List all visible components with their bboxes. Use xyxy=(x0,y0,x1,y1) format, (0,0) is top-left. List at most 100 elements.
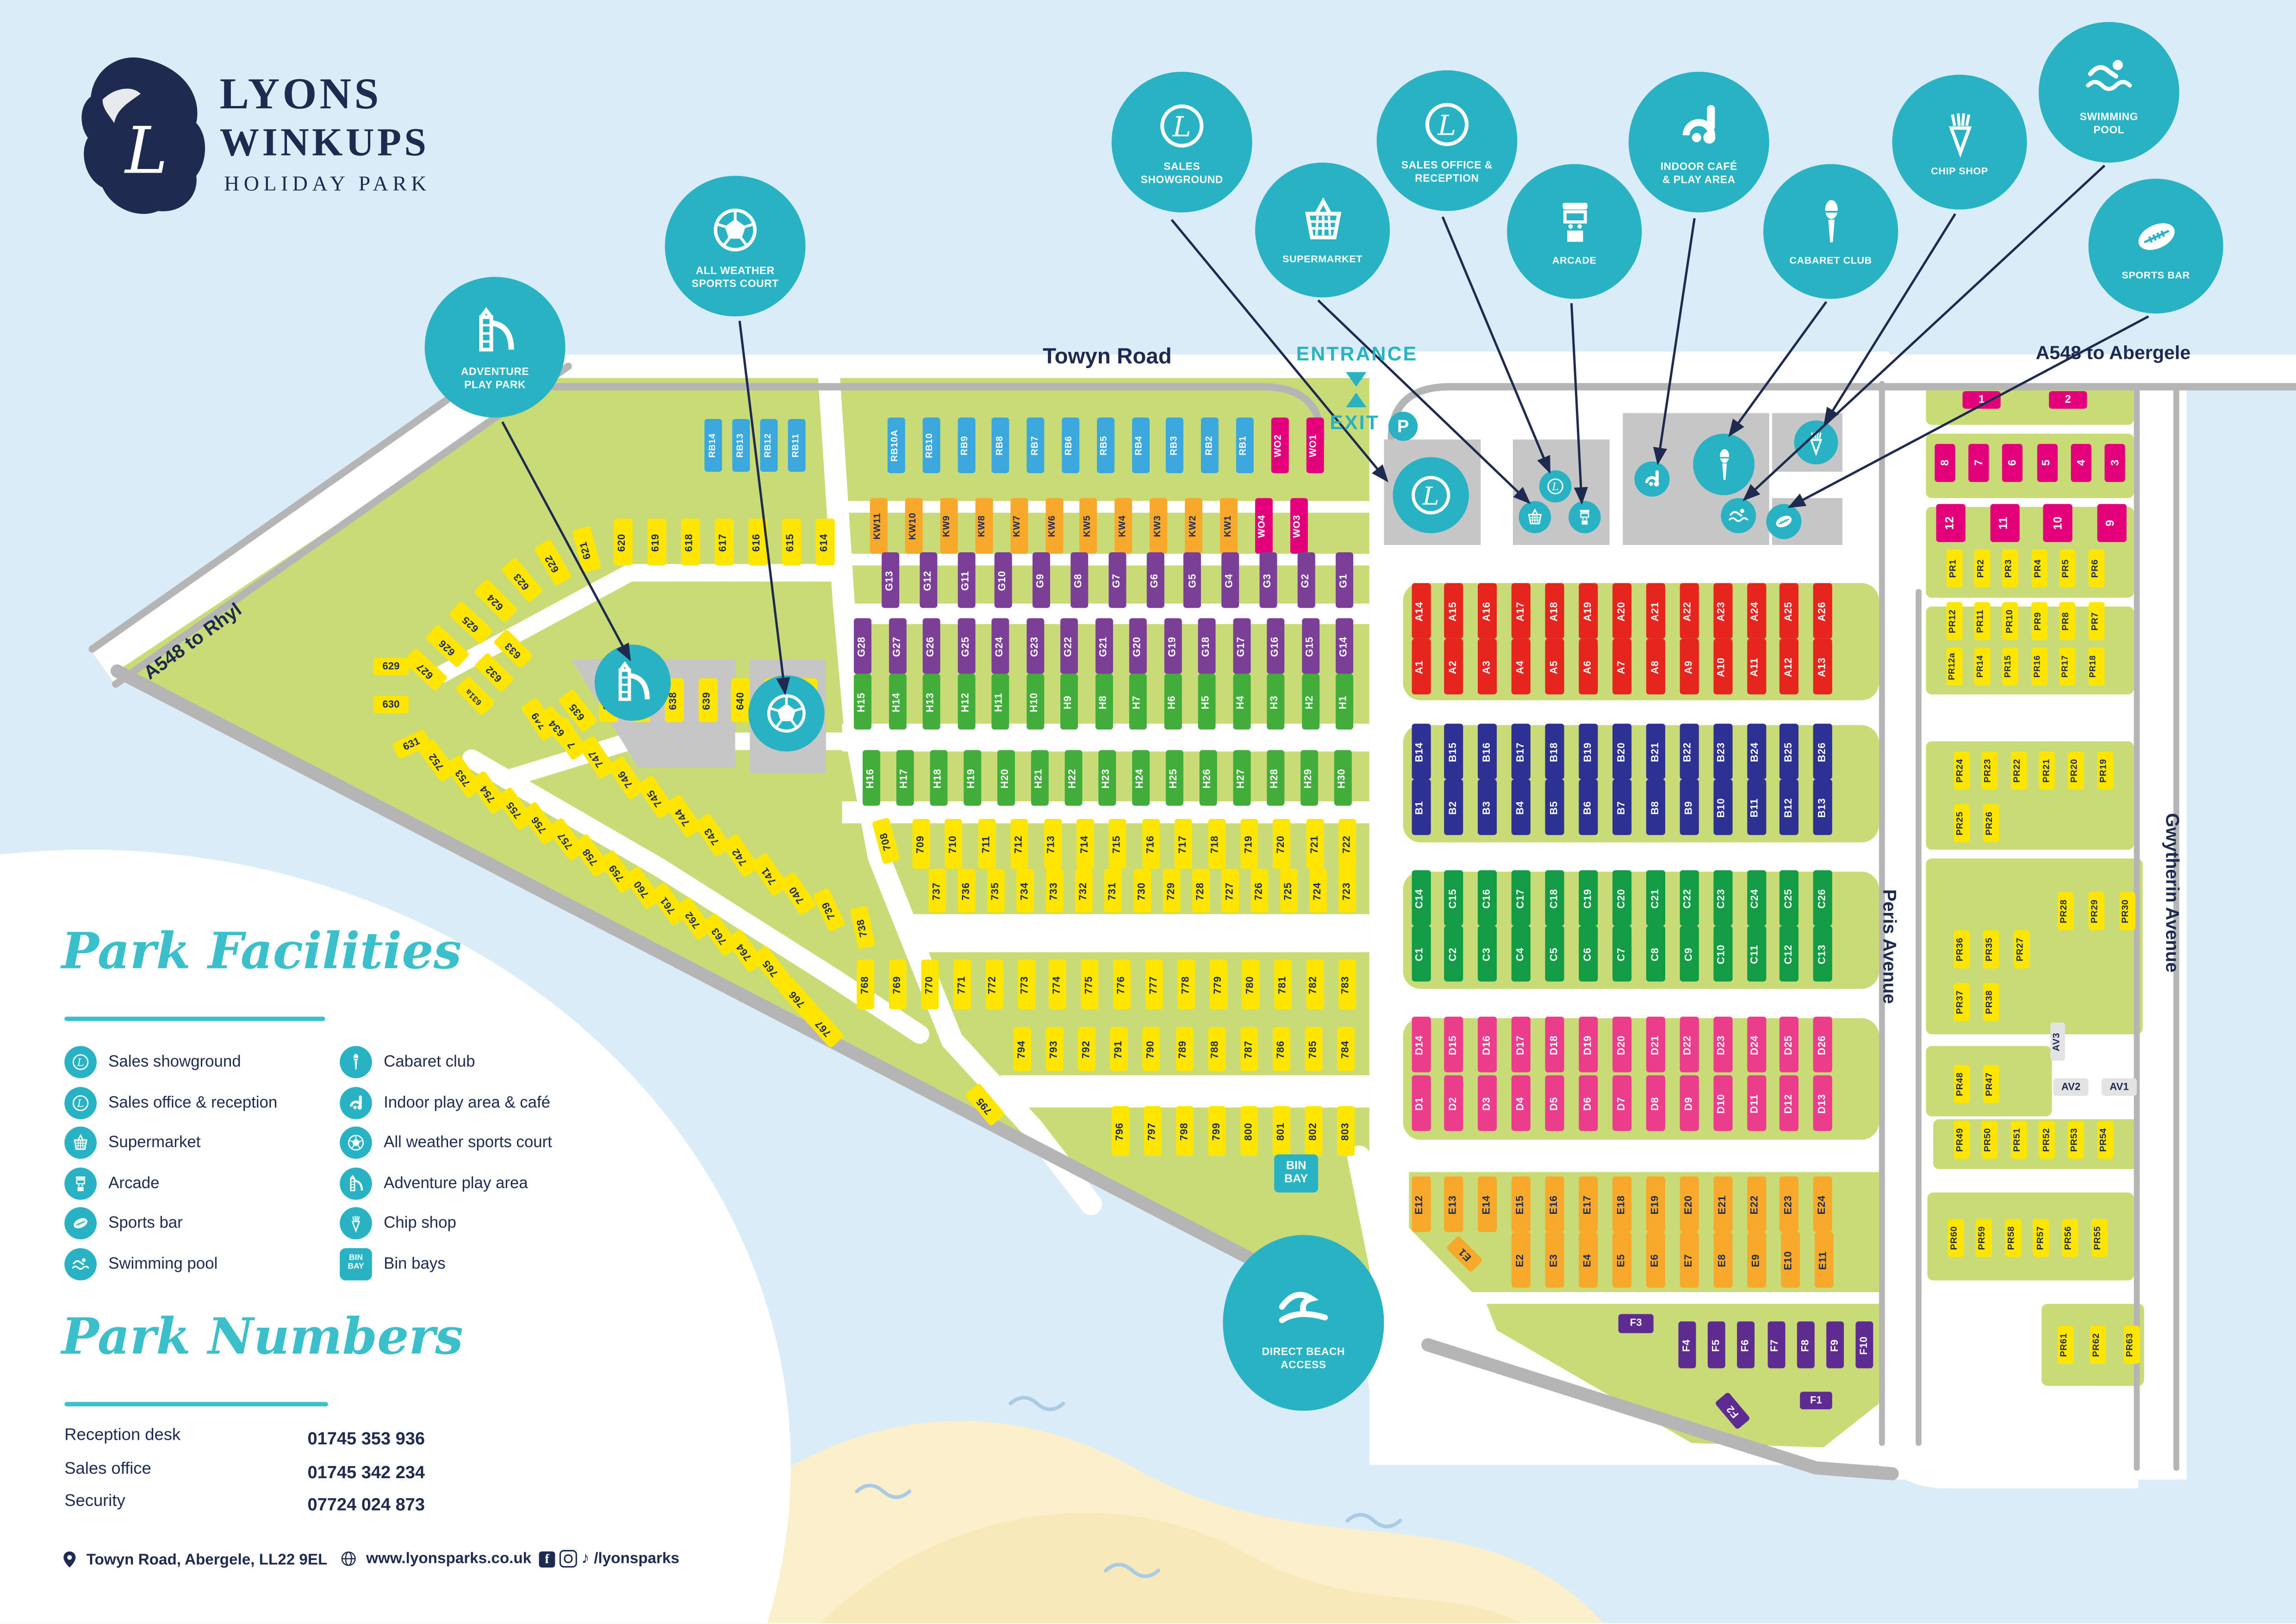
plot-G27: G27 xyxy=(888,618,906,674)
plot-A15: A15 xyxy=(1444,583,1464,639)
plot-A5: A5 xyxy=(1545,638,1564,694)
plot-A13: A13 xyxy=(1813,638,1833,694)
plot-C5: C5 xyxy=(1545,925,1564,982)
plot-PR58: PR58 xyxy=(2004,1218,2021,1257)
plot-735: 735 xyxy=(987,868,1005,913)
lyons-winkups-logo-lion: L xyxy=(81,57,205,214)
plot-WO1: WO1 xyxy=(1306,417,1324,474)
legend-item-label: Sales office & reception xyxy=(108,1093,278,1112)
plot-PR17: PR17 xyxy=(2059,647,2076,686)
plot-C12: C12 xyxy=(1780,925,1799,982)
plot-H16: H16 xyxy=(862,750,880,806)
plot-E21: E21 xyxy=(1713,1176,1732,1232)
plot-H5: H5 xyxy=(1198,674,1216,730)
facility-bubble-chip-shop: CHIP SHOP xyxy=(1892,75,2027,210)
map-slide-icon xyxy=(594,644,671,721)
swim-icon xyxy=(64,1247,97,1280)
plot-2: 2 xyxy=(2049,391,2087,409)
plot-H25: H25 xyxy=(1165,750,1183,806)
plot-E4: E4 xyxy=(1578,1232,1597,1288)
plot-D19: D19 xyxy=(1579,1017,1598,1073)
plot-B15: B15 xyxy=(1444,724,1464,780)
plot-799: 799 xyxy=(1208,1106,1226,1156)
plot-730: 730 xyxy=(1133,868,1151,913)
facility-pointer-line xyxy=(1441,216,1551,474)
plot-629: 629 xyxy=(373,657,409,675)
plot-H6: H6 xyxy=(1164,674,1182,730)
plot-792: 792 xyxy=(1078,1027,1096,1071)
plot-B2: B2 xyxy=(1444,779,1464,835)
plot-KW7: KW7 xyxy=(1010,498,1028,554)
plot-PR47: PR47 xyxy=(1983,1065,1999,1103)
plot-618: 618 xyxy=(680,518,700,566)
plot-PR25: PR25 xyxy=(1953,804,1969,843)
legend-item-supermarket: Supermarket xyxy=(64,1126,200,1159)
legend-item-label: All weather sports court xyxy=(384,1134,552,1152)
plot-PR37: PR37 xyxy=(1953,983,1969,1021)
plot-6: 6 xyxy=(2003,443,2023,482)
plot-5: 5 xyxy=(2036,443,2057,482)
plot-E17: E17 xyxy=(1579,1176,1598,1232)
plot-785: 785 xyxy=(1305,1027,1323,1071)
plot-A21: A21 xyxy=(1646,583,1665,639)
tiktok-icon: ♪ xyxy=(581,1550,590,1568)
football-icon xyxy=(340,1126,372,1159)
plot-G26: G26 xyxy=(922,618,940,674)
plot-C15: C15 xyxy=(1444,870,1464,926)
plot-PR11: PR11 xyxy=(1974,602,1991,640)
plot-A26: A26 xyxy=(1813,583,1833,639)
plot-A6: A6 xyxy=(1579,638,1598,694)
plot-B25: B25 xyxy=(1780,724,1799,780)
plot-777: 777 xyxy=(1145,959,1163,1010)
peris-avenue-label: Peris Avenue xyxy=(1879,889,1900,1004)
plot-PR6: PR6 xyxy=(2087,549,2104,587)
plot-A4: A4 xyxy=(1512,638,1531,694)
plot-726: 726 xyxy=(1251,868,1269,913)
plot-E2: E2 xyxy=(1511,1232,1530,1288)
plot-H29: H29 xyxy=(1300,750,1319,806)
arcade-icon xyxy=(1547,195,1601,256)
plot-PR63: PR63 xyxy=(2122,1325,2139,1364)
plot-801: 801 xyxy=(1272,1106,1290,1156)
plot-G19: G19 xyxy=(1164,618,1182,674)
plot-C19: C19 xyxy=(1579,870,1598,926)
plot-A1: A1 xyxy=(1411,638,1431,694)
plot-E19: E19 xyxy=(1646,1176,1665,1232)
plot-PR51: PR51 xyxy=(2010,1120,2027,1159)
plot-E24: E24 xyxy=(1813,1176,1833,1232)
plot-PR57: PR57 xyxy=(2033,1218,2050,1257)
plot-C7: C7 xyxy=(1612,925,1631,982)
plot-776: 776 xyxy=(1113,959,1131,1010)
plot-615: 615 xyxy=(781,518,801,566)
plot-714: 714 xyxy=(1076,818,1094,869)
plot-PR4: PR4 xyxy=(2031,549,2047,587)
plot-C20: C20 xyxy=(1612,870,1631,926)
plot-732: 732 xyxy=(1075,868,1093,913)
arcade-icon xyxy=(64,1167,97,1199)
plot-E6: E6 xyxy=(1645,1232,1665,1288)
plot-H18: H18 xyxy=(930,750,948,806)
plot-KW8: KW8 xyxy=(975,498,993,554)
exit-label: EXIT xyxy=(1330,412,1380,434)
plot-PR49: PR49 xyxy=(1953,1120,1969,1159)
plot-B16: B16 xyxy=(1478,724,1498,780)
plot-794: 794 xyxy=(1013,1027,1031,1071)
plot-KW5: KW5 xyxy=(1080,498,1098,554)
plot-H17: H17 xyxy=(896,750,914,806)
plot-800: 800 xyxy=(1240,1106,1258,1156)
facility-pointer-line xyxy=(1787,315,2149,508)
slide-icon xyxy=(467,304,523,367)
plot-790: 790 xyxy=(1143,1027,1161,1071)
plot-12: 12 xyxy=(1936,504,1966,542)
plot-F4: F4 xyxy=(1678,1321,1696,1368)
plot-B4: B4 xyxy=(1512,779,1531,835)
plot-B7: B7 xyxy=(1612,779,1631,835)
plot-RB11: RB11 xyxy=(788,419,806,472)
park-numbers-title: Park Numbers xyxy=(61,1308,463,1367)
plot-H30: H30 xyxy=(1334,750,1352,806)
plot-787: 787 xyxy=(1240,1027,1258,1071)
plot-C2: C2 xyxy=(1444,925,1464,982)
plot-A23: A23 xyxy=(1713,583,1732,639)
facility-bubble-label: CABARET CLUB xyxy=(1789,256,1872,267)
